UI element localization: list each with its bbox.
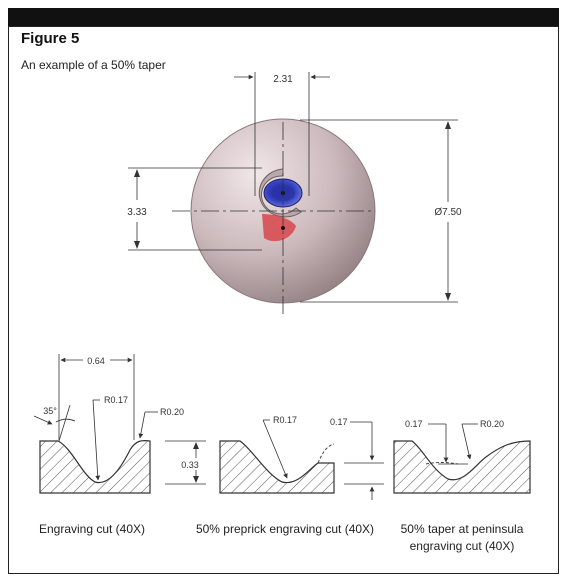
figure-frame (8, 26, 559, 574)
section-b-profile (219, 440, 335, 494)
dim-width-label: 2.31 (273, 74, 293, 85)
dim-diameter-label: Ø7.50 (434, 207, 462, 218)
dim-height-label: 3.33 (127, 207, 147, 218)
engraving-cut (258, 168, 302, 218)
figure-subtitle: An example of a 50% taper (21, 58, 166, 72)
header-bar (8, 8, 559, 26)
radius-label: R0.20 (480, 419, 504, 429)
radius-left-label: R0.17 (104, 395, 128, 405)
section-engraving-cut: 0.64 35° R0.17 R0.20 0.33 (33, 354, 206, 494)
section-taper-cut: 0.17 R0.20 (393, 419, 531, 494)
caption-line-1: 50% taper at peninsula (400, 522, 524, 536)
section-a-profile (39, 439, 151, 494)
radius-label: R0.17 (273, 415, 297, 425)
caption-preprick-cut: 50% preprick engraving cut (40X) (195, 522, 375, 536)
section-c-profile (393, 440, 531, 494)
dim-depth-label: 0.33 (181, 460, 199, 470)
caption-line-2: engraving cut (40X) (409, 539, 515, 553)
dim-width-label: 0.64 (87, 356, 105, 366)
radius-right-label: R0.20 (160, 407, 184, 417)
section-preprick-cut: R0.17 0.17 (219, 415, 384, 500)
caption-engraving-cut: Engraving cut (40X) (38, 522, 146, 536)
top-view: 2.31 3.33 Ø7.50 (127, 72, 462, 318)
dim-depth-label: 0.17 (330, 417, 348, 427)
figure-label: Figure 5 (21, 30, 80, 47)
dim-angle-label: 35° (43, 406, 57, 416)
dim-depth-label: 0.17 (405, 419, 423, 429)
caption-taper-cut: 50% taper at peninsula engraving cut (40… (392, 521, 532, 555)
red-cut-region (262, 214, 296, 242)
